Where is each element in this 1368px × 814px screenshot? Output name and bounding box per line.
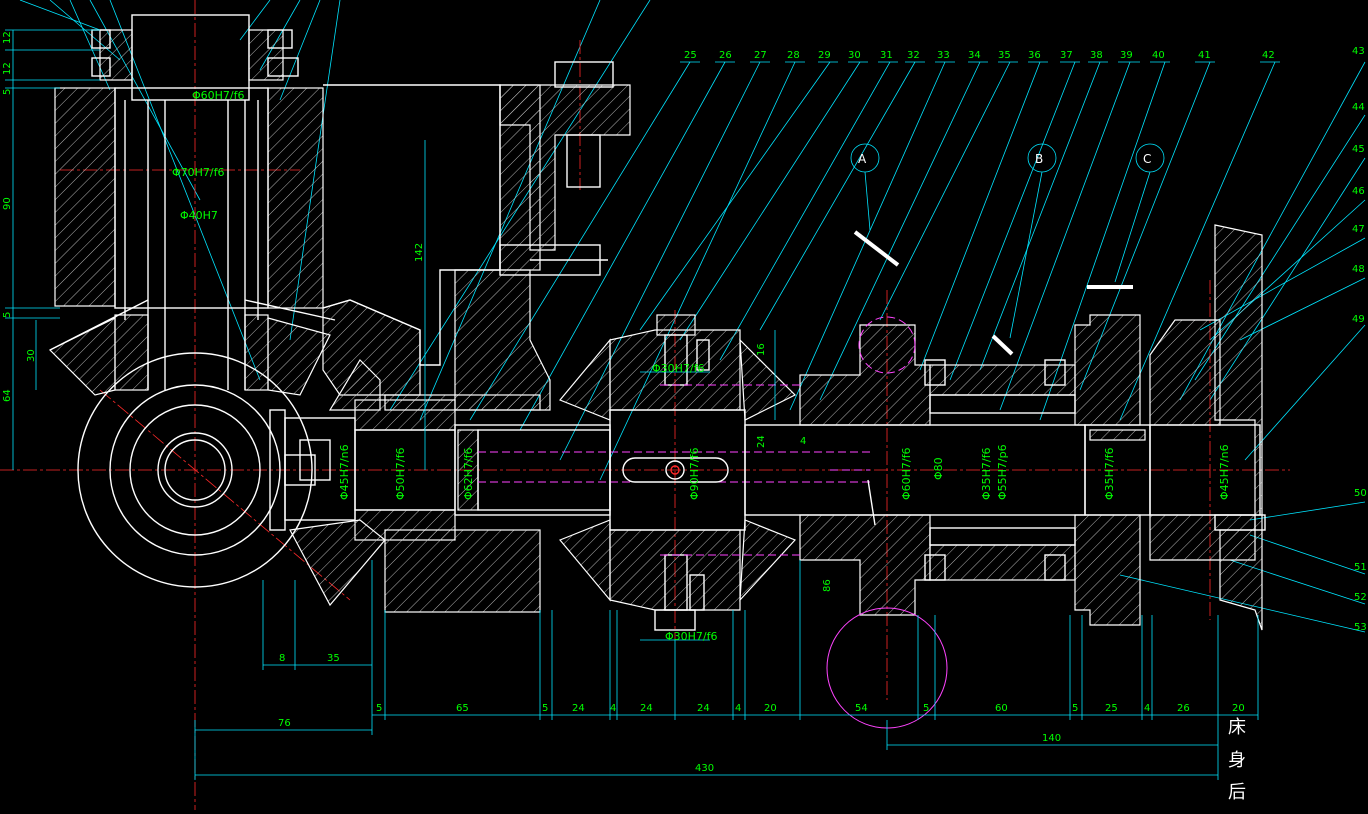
fit-f80: Φ80 [932,457,945,480]
dim-v5b: 5 [2,312,13,318]
part-number: 29 [818,50,831,61]
bevel-gear-end-view [77,352,313,588]
fit-f50: Φ50H7/f6 [394,447,407,500]
part-number: 39 [1120,50,1133,61]
part-number-labels: 25 26 27 28 29 30 31 32 33 34 35 36 37 3… [684,46,1367,633]
part-number: 30 [848,50,861,61]
output-shaft [744,224,1266,631]
part-number: 45 [1352,144,1365,155]
fit-f30bot: Φ30H7/f6 [665,630,718,643]
part-number: 36 [1028,50,1041,61]
part-number: 35 [998,50,1011,61]
dim-v90: 90 [2,197,13,210]
dim-v16a: 16 [756,343,767,356]
part-number: 33 [937,50,950,61]
fit-f30top: Φ30H7/f6 [652,362,705,375]
part-number: 53 [1354,622,1367,633]
fit-callouts: Φ60H7/f6 Φ70H7/f6 Φ40H7 Φ45H7/n6 Φ50H7/f… [172,89,1231,643]
part-number: 37 [1060,50,1073,61]
label-char-2: 身 [1228,750,1246,771]
section-markers [850,143,1165,356]
view-label-b: B [1035,152,1043,166]
view-labels: A B C [858,152,1151,166]
dim-v12b: 12 [2,62,13,75]
dim-h24a: 24 [572,703,585,714]
dim-h4a: 4 [610,703,616,714]
part-number: 52 [1354,592,1367,603]
part-number: 42 [1262,50,1275,61]
vertical-shaft-assembly [48,14,336,396]
dim-h4b: 4 [735,703,741,714]
fit-f45b: Φ45H7/n6 [1218,444,1231,500]
part-number: 46 [1352,186,1365,197]
part-number: 51 [1354,562,1367,573]
dim-h25: 25 [1105,703,1118,714]
main-shaft [269,359,870,613]
dim-h5d: 5 [1072,703,1078,714]
fit-f40: Φ40H7 [180,209,218,222]
fit-f35b: Φ35H7/f6 [1103,447,1116,500]
dim-h5b: 5 [542,703,548,714]
dim-h430: 430 [695,763,714,774]
dim-h26: 26 [1177,703,1190,714]
dim-v86: 86 [822,579,833,592]
part-number: 43 [1352,46,1365,57]
part-number: 31 [880,50,893,61]
fit-f35a: Φ35H7/f6 [980,447,993,500]
part-number: 50 [1354,488,1367,499]
dim-h24b: 24 [640,703,653,714]
dim-h8: 8 [279,653,285,664]
dim-v5a: 5 [2,89,13,95]
fit-f60b: Φ60H7/f6 [900,447,913,500]
fit-f62: Φ62H7/f6 [462,447,475,500]
dim-h54: 54 [855,703,868,714]
part-number: 26 [719,50,732,61]
fit-f70: Φ70H7/f6 [172,166,225,179]
dim-h5c: 5 [923,703,929,714]
dim-v24: 24 [756,435,767,448]
part-number: 47 [1352,224,1365,235]
label-char-1: 床 [1228,717,1246,738]
view-label-c: C [1143,152,1151,166]
dim-h35: 35 [327,653,340,664]
dim-v142: 142 [414,243,425,262]
part-number: 48 [1352,264,1365,275]
fit-f55: Φ55H7/p6 [996,444,1009,500]
dim-h24c: 24 [697,703,710,714]
part-number: 40 [1152,50,1165,61]
part-number: 34 [968,50,981,61]
view-label-a: A [858,152,867,166]
dim-h60: 60 [995,703,1008,714]
dim-h65: 65 [456,703,469,714]
dim-v12a: 12 [2,31,13,44]
part-number: 49 [1352,314,1365,325]
dimension-labels: 12 12 5 90 5 30 64 142 16 24 4 86 8 35 7… [2,31,1245,774]
dim-h5a: 5 [376,703,382,714]
label-char-3: 后 [1228,782,1246,803]
bed-rear-label: 床 身 后 [1228,717,1246,803]
part-number: 27 [754,50,767,61]
fit-f45a: Φ45H7/n6 [338,444,351,500]
fit-f60: Φ60H7/f6 [192,89,245,102]
fit-f90: Φ90H7/f6 [688,447,701,500]
part-number: 44 [1352,102,1365,113]
dim-h76: 76 [278,718,291,729]
dim-v4: 4 [800,436,806,447]
dimension-lines [5,29,1259,780]
housing-bracket [322,61,631,411]
dim-h4c: 4 [1144,703,1150,714]
dim-v64: 64 [2,389,13,402]
dim-h20b: 20 [1232,703,1245,714]
dim-v30: 30 [26,349,37,362]
part-number: 32 [907,50,920,61]
part-number: 25 [684,50,697,61]
dim-h20a: 20 [764,703,777,714]
part-number: 28 [787,50,800,61]
dim-h140: 140 [1042,733,1061,744]
part-number: 38 [1090,50,1103,61]
part-number: 41 [1198,50,1211,61]
